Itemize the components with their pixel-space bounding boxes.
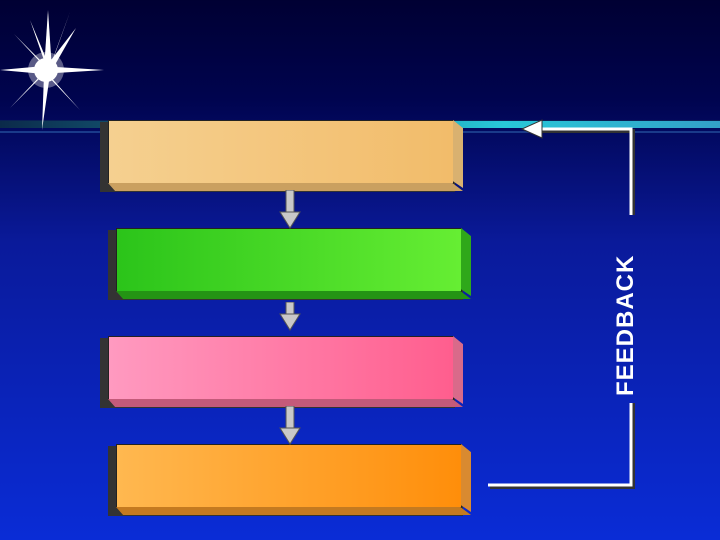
feedback-loop-arrow: [488, 119, 635, 489]
process-box-4: [108, 442, 473, 522]
down-arrow-icon: [279, 190, 301, 229]
down-arrow-icon: [279, 302, 301, 331]
down-arrow-icon: [279, 406, 301, 445]
process-box-2: [108, 226, 473, 304]
process-box-1: [100, 118, 465, 196]
feedback-label: FEEDBACK: [612, 254, 639, 396]
starburst-icon: [0, 10, 104, 130]
process-box-3: [100, 334, 465, 412]
